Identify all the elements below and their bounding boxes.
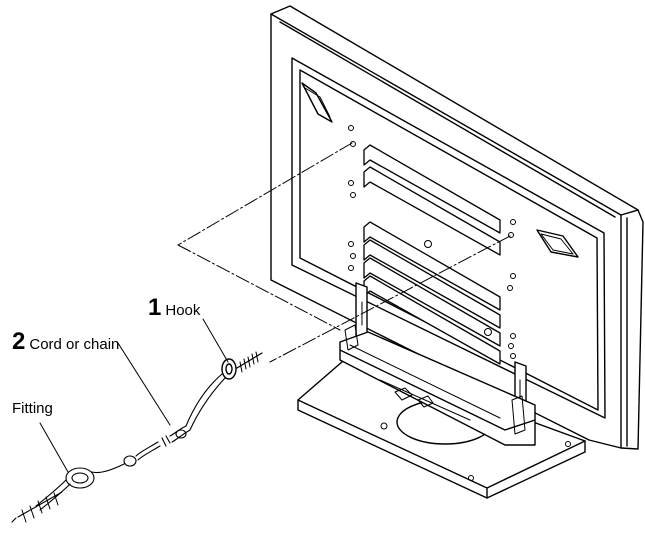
guide-lines	[177, 142, 511, 363]
label-cord-number: 2	[12, 328, 26, 355]
label-cord-text: Cord or chain	[29, 336, 120, 353]
label-hook-text: Hook	[165, 302, 201, 319]
leader-lines	[39, 318, 229, 473]
tv-stand	[297, 282, 586, 499]
label-hook-number: 1	[148, 294, 162, 321]
handle-left	[301, 82, 333, 123]
hook	[221, 351, 263, 380]
screw-holes	[348, 125, 516, 359]
fitting	[11, 463, 125, 523]
vent-slots	[363, 144, 501, 365]
handle-right	[536, 229, 579, 258]
label-fitting: Fitting	[12, 401, 53, 417]
label-fitting-text: Fitting	[12, 400, 53, 417]
cord	[123, 373, 226, 467]
